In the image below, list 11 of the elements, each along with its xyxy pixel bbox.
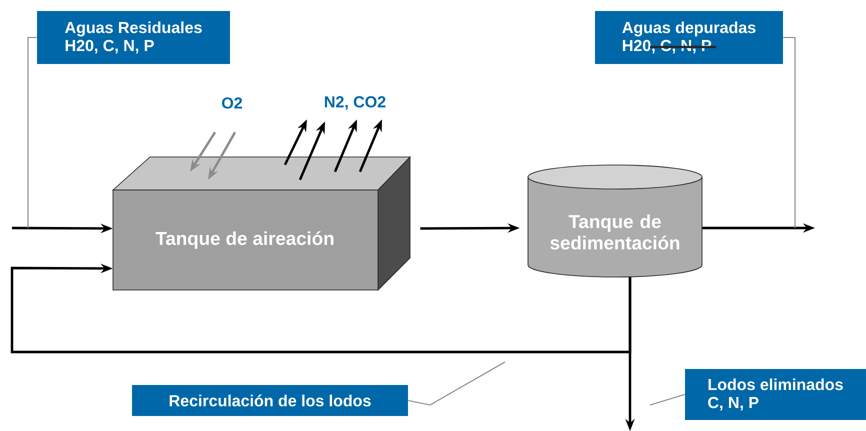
gas-label: N2, CO2	[324, 96, 386, 110]
leader-line	[27, 36, 37, 228]
gas-label: O2	[222, 97, 242, 109]
leader-line	[650, 394, 685, 406]
settling-tank: Tanque de sedimentación	[528, 164, 702, 278]
arrow	[10, 264, 632, 354]
label-box: Lodos eliminados C, N, P	[685, 369, 866, 420]
label-box: Aguas Residuales H20, C, N, P	[37, 11, 230, 64]
label-box: Recirculación de los lodos	[132, 385, 408, 416]
leader-line	[408, 362, 506, 406]
leader-line	[783, 36, 796, 228]
